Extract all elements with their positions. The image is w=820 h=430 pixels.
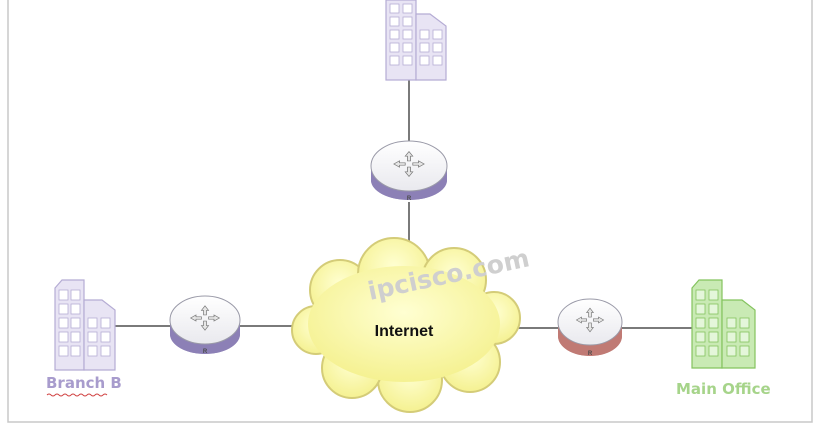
internet-cloud-icon [291, 237, 521, 413]
internet-label: Internet [375, 323, 434, 340]
branch-router-mark: R [203, 349, 208, 355]
diagram-frame [7, 0, 813, 423]
main-office-router-icon: R [557, 298, 623, 357]
branch-b-building-icon [54, 279, 116, 371]
top-router-mark: R [407, 196, 412, 202]
top-building-icon [385, 0, 447, 81]
main-office-label: Main Office [676, 380, 771, 398]
branch-b-spellcheck-underline [46, 393, 108, 397]
branch-router-icon: R [169, 295, 241, 355]
top-router-icon: R [370, 140, 448, 202]
main-office-router-mark: R [588, 351, 593, 357]
main-office-building-icon [691, 279, 756, 369]
branch-b-label: Branch B [46, 374, 122, 392]
network-links [115, 80, 692, 329]
